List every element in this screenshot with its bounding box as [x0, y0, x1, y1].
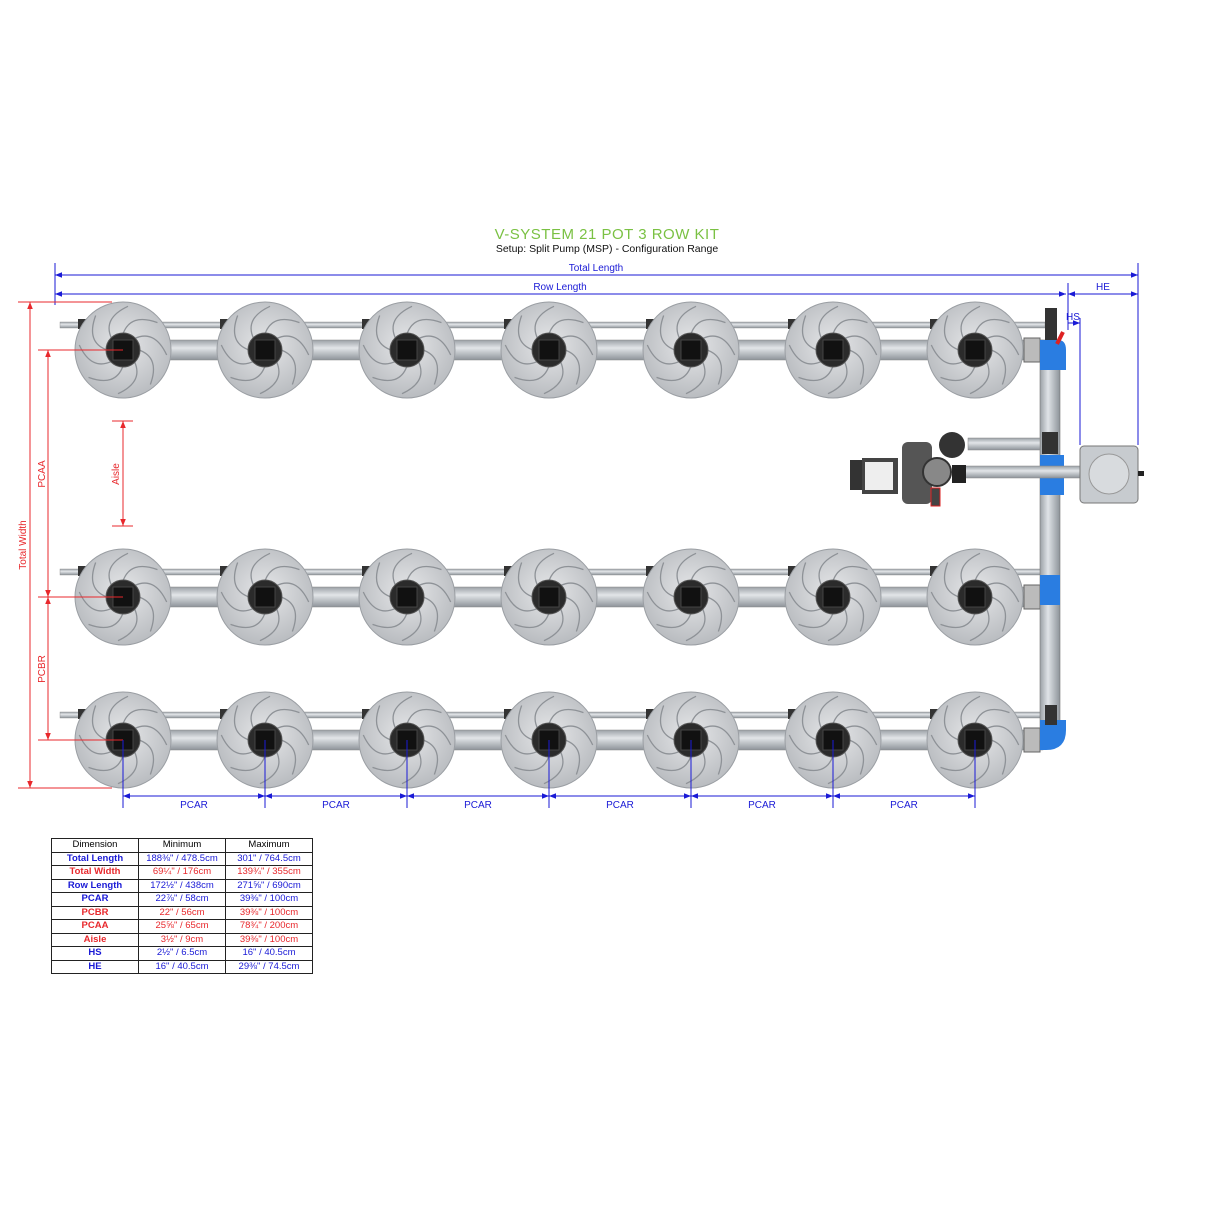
pump-icon: [922, 457, 952, 487]
pump-connector: [952, 465, 966, 483]
drain-valve: [930, 487, 941, 507]
pcar-label: PCAR: [606, 800, 634, 811]
he-label: HE: [1096, 282, 1110, 293]
pot: [500, 548, 598, 646]
pot-array: [74, 301, 1024, 789]
pot: [784, 548, 882, 646]
pcbr-label: PCBR: [37, 655, 48, 683]
table-cell-max: 78¾" / 200cm: [225, 919, 313, 934]
table-cell-max: 301" / 764.5cm: [225, 851, 313, 866]
fitting-cap: [1042, 432, 1058, 454]
main-manifold-pipe: [1039, 339, 1061, 741]
valve-icon: [1055, 331, 1065, 345]
pot: [784, 301, 882, 399]
pcar-label: PCAR: [748, 800, 776, 811]
pot: [926, 301, 1024, 399]
pump-housing: [902, 442, 932, 504]
table-cell-min: 2½" / 6.5cm: [138, 946, 226, 961]
total-length-label: Total Length: [569, 263, 624, 274]
controller-label: [865, 462, 893, 490]
table-cell-min: 172½" / 438cm: [138, 878, 226, 893]
pot: [926, 548, 1024, 646]
table-cell-dimension: HS: [51, 946, 139, 961]
pcar-label: PCAR: [464, 800, 492, 811]
table-cell-min: 3½" / 9cm: [138, 932, 226, 947]
manifold-end-cap: [1045, 308, 1057, 340]
row-connector: [1023, 727, 1041, 753]
table-cell-min: 22" / 56cm: [138, 905, 226, 920]
row-length-label: Row Length: [533, 282, 586, 293]
table-cell-min: 69¼" / 176cm: [138, 865, 226, 880]
pot: [642, 301, 740, 399]
total-width-label: Total Width: [18, 520, 29, 569]
table-header: Minimum: [138, 838, 226, 853]
reservoir-outlet: [1138, 471, 1144, 476]
table-cell-max: 39⅜" / 100cm: [225, 892, 313, 907]
table-cell-min: 25⅝" / 65cm: [138, 919, 226, 934]
table-cell-max: 271⅝" / 690cm: [225, 878, 313, 893]
table-cell-dimension: PCAR: [51, 892, 139, 907]
pump-feed-pipe: [967, 437, 1041, 451]
table-cell-dimension: Total Length: [51, 851, 139, 866]
reservoir-lid: [1088, 453, 1130, 495]
table-cell-max: 139¾" / 355cm: [225, 865, 313, 880]
diagram-title: V-SYSTEM 21 POT 3 ROW KIT: [494, 226, 720, 243]
pcar-label: PCAR: [322, 800, 350, 811]
elbow-fitting: [1040, 340, 1066, 370]
table-cell-dimension: Row Length: [51, 878, 139, 893]
pcar-dimensions: PCAR PCAR PCAR PCAR PCAR PCAR: [122, 740, 976, 811]
aisle-label: Aisle: [111, 463, 122, 485]
table-cell-min: 16" / 40.5cm: [138, 959, 226, 974]
pump-icon: [939, 432, 965, 458]
table-cell-max: 39⅜" / 100cm: [225, 905, 313, 920]
table-cell-min: 188⅜" / 478.5cm: [138, 851, 226, 866]
pot: [358, 548, 456, 646]
row-connector: [1023, 337, 1041, 363]
row-connector: [1023, 584, 1041, 610]
table-cell-max: 29⅜" / 74.5cm: [225, 959, 313, 974]
diagram-subtitle: Setup: Split Pump (MSP) - Configuration …: [495, 243, 719, 255]
table-header: Dimension: [51, 838, 139, 853]
fitting-cap: [1045, 705, 1057, 725]
tee-fitting: [1040, 575, 1060, 605]
controller-box: [850, 460, 862, 490]
pot: [216, 548, 314, 646]
pot: [358, 301, 456, 399]
pump-and-reservoir: [850, 308, 1144, 750]
table-header: Maximum: [225, 838, 313, 853]
pot: [216, 301, 314, 399]
table-cell-dimension: PCBR: [51, 905, 139, 920]
pot: [500, 301, 598, 399]
dimension-lines: Total Length Row Length HE HS Total Widt…: [18, 263, 1139, 789]
elbow-fitting: [1040, 720, 1066, 750]
pcaa-label: PCAA: [37, 460, 48, 488]
table-cell-dimension: PCAA: [51, 919, 139, 934]
pcar-label: PCAR: [180, 800, 208, 811]
table-cell-max: 16" / 40.5cm: [225, 946, 313, 961]
table-cell-dimension: HE: [51, 959, 139, 974]
hs-label: HS: [1066, 312, 1080, 323]
pot: [642, 548, 740, 646]
table-cell-dimension: Aisle: [51, 932, 139, 947]
table-cell-dimension: Total Width: [51, 865, 139, 880]
table-cell-max: 39⅜" / 100cm: [225, 932, 313, 947]
pump-feed-pipe: [964, 465, 1081, 479]
table-cell-min: 22⅞" / 58cm: [138, 892, 226, 907]
pcar-label: PCAR: [890, 800, 918, 811]
